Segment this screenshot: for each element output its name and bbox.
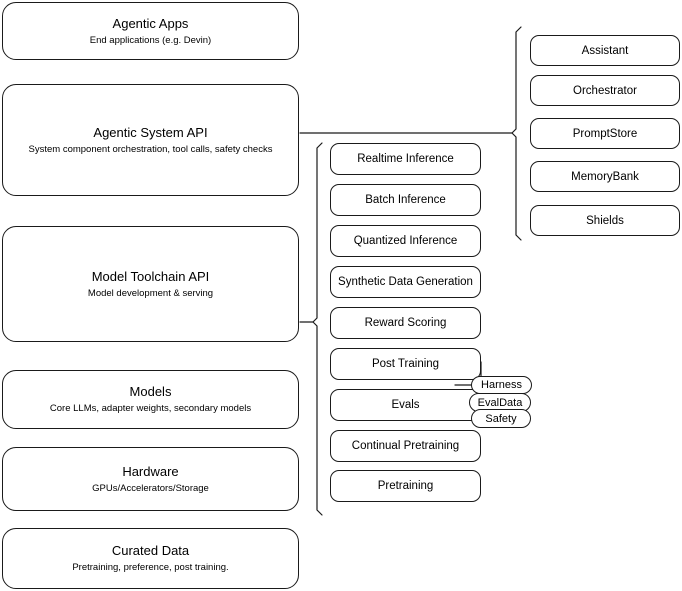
brace-system-components: [511, 26, 522, 241]
evals-subitem-label: Harness: [481, 379, 522, 391]
item-realtime-inference[interactable]: Realtime Inference: [330, 143, 481, 175]
evals-subitem-label: Safety: [485, 412, 517, 425]
item-evals[interactable]: Evals: [330, 389, 481, 421]
item-label: Evals: [391, 399, 420, 411]
layer-title: Agentic System API: [93, 124, 208, 140]
item-label: Orchestrator: [573, 84, 637, 97]
item-label: Realtime Inference: [357, 153, 454, 165]
item-label: MemoryBank: [571, 170, 639, 183]
item-shields[interactable]: Shields: [530, 205, 680, 236]
item-label: Batch Inference: [365, 194, 446, 206]
layer-subtitle: Pretraining, preference, post training.: [72, 562, 229, 573]
layer-agentic-system-api[interactable]: Agentic System API System component orch…: [2, 84, 299, 196]
layer-agentic-apps[interactable]: Agentic Apps End applications (e.g. Devi…: [2, 2, 299, 60]
layer-model-toolchain-api[interactable]: Model Toolchain API Model development & …: [2, 226, 299, 342]
brace-toolchain-items: [312, 142, 323, 516]
item-label: Post Training: [371, 358, 440, 370]
item-label: Synthetic Data Generation: [338, 276, 473, 288]
layer-subtitle: Core LLMs, adapter weights, secondary mo…: [49, 403, 252, 414]
item-label: Pretraining: [377, 480, 434, 492]
layer-hardware[interactable]: Hardware GPUs/Accelerators/Storage: [2, 447, 299, 511]
item-synthetic-data-generation[interactable]: Synthetic Data Generation: [330, 266, 481, 298]
item-promptstore[interactable]: PromptStore: [530, 118, 680, 149]
layer-title: Model Toolchain API: [91, 268, 210, 284]
layer-title: Models: [129, 384, 172, 399]
evals-subitem-safety[interactable]: Safety: [471, 409, 531, 428]
item-post-training[interactable]: Post Training: [330, 348, 481, 380]
item-pretraining[interactable]: Pretraining: [330, 470, 481, 502]
item-continual-pretraining[interactable]: Continual Pretraining: [330, 430, 481, 462]
item-label: Shields: [586, 214, 624, 227]
layer-subtitle: Model development & serving: [87, 287, 214, 299]
evals-subitem-harness[interactable]: Harness: [471, 376, 532, 394]
evals-subitem-label: EvalData: [477, 396, 523, 409]
item-label: Continual Pretraining: [351, 440, 460, 452]
item-label: Reward Scoring: [364, 317, 447, 329]
layer-subtitle: End applications (e.g. Devin): [89, 34, 212, 46]
item-memorybank[interactable]: MemoryBank: [530, 161, 680, 192]
item-label: PromptStore: [572, 127, 638, 140]
layer-subtitle: GPUs/Accelerators/Storage: [92, 482, 209, 494]
item-label: Assistant: [581, 44, 629, 57]
item-assistant[interactable]: Assistant: [530, 35, 680, 66]
item-batch-inference[interactable]: Batch Inference: [330, 184, 481, 216]
layer-subtitle: System component orchestration, tool cal…: [28, 143, 273, 155]
layer-title: Agentic Apps: [112, 15, 189, 31]
item-orchestrator[interactable]: Orchestrator: [530, 75, 680, 106]
layer-models[interactable]: Models Core LLMs, adapter weights, secon…: [2, 370, 299, 429]
item-reward-scoring[interactable]: Reward Scoring: [330, 307, 481, 339]
item-label: Quantized Inference: [353, 235, 458, 247]
layer-title: Hardware: [122, 463, 179, 479]
layer-curated-data[interactable]: Curated Data Pretraining, preference, po…: [2, 528, 299, 589]
item-quantized-inference[interactable]: Quantized Inference: [330, 225, 481, 257]
layer-title: Curated Data: [111, 543, 190, 558]
